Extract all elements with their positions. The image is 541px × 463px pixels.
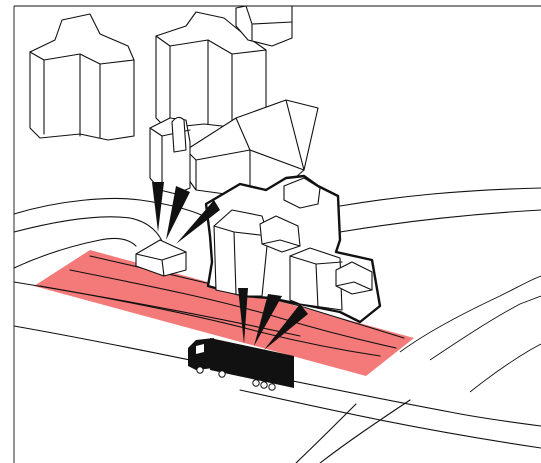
background-building-left xyxy=(29,13,135,141)
background-building-right xyxy=(235,5,293,47)
noise-beams-upper xyxy=(152,182,220,244)
church-building xyxy=(185,99,319,197)
small-house xyxy=(135,239,187,277)
main-building-complex xyxy=(204,174,382,324)
main-road xyxy=(13,325,541,463)
noise-beams-lower xyxy=(238,288,308,350)
tower-building xyxy=(149,116,191,195)
background-road xyxy=(13,187,541,269)
truck-icon xyxy=(188,338,294,391)
terrain-lines xyxy=(399,275,541,393)
